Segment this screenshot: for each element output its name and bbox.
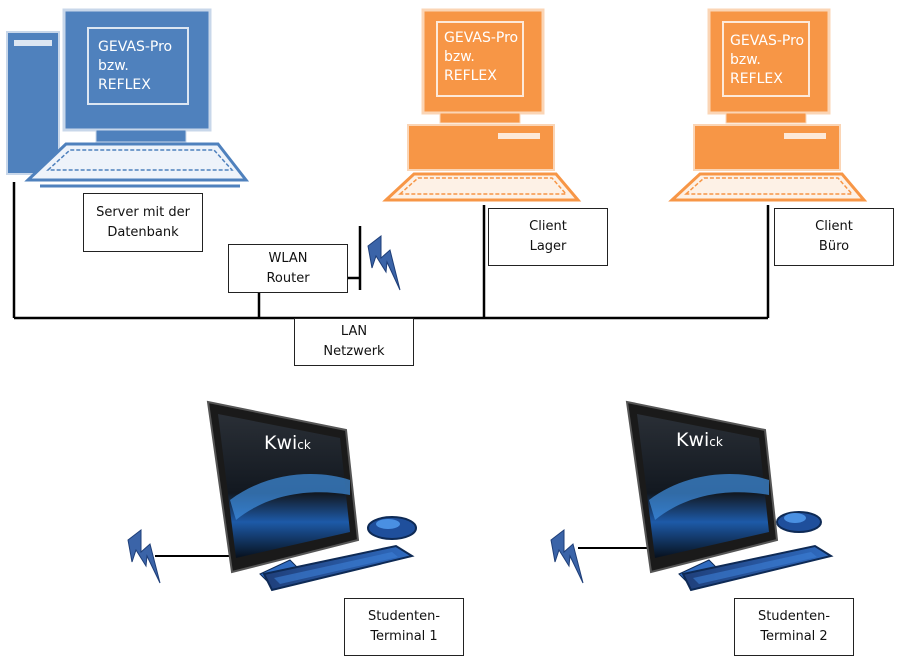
terminal1-computer-icon bbox=[206, 400, 417, 592]
server-screen-line-3: REFLEX bbox=[98, 77, 151, 93]
client-buero-screen-text: GEVAS-Pro bzw. REFLEX bbox=[730, 32, 804, 89]
client-lager-screen-line-2: bzw. bbox=[444, 49, 475, 65]
terminal2-brand-text: Kwick bbox=[676, 429, 723, 451]
client-lager-screen-line-1: GEVAS-Pro bbox=[444, 30, 519, 46]
terminal2-label-line-1: Studenten- bbox=[757, 609, 831, 624]
client-buero-label: Client Büro bbox=[774, 208, 894, 266]
terminal2-lightning-icon bbox=[550, 528, 584, 584]
server-screen-line-1: GEVAS-Pro bbox=[98, 39, 173, 55]
client-lager-screen-text: GEVAS-Pro bzw. REFLEX bbox=[444, 29, 518, 86]
server-computer-icon bbox=[6, 8, 250, 188]
terminal1-brand-text: Kwick bbox=[264, 432, 311, 454]
router-label-line-1: WLAN bbox=[268, 250, 308, 266]
lan-label-line-2: Netzwerk bbox=[323, 344, 385, 359]
server-screen-line-2: bzw. bbox=[98, 58, 129, 74]
terminal2-brand-main: Kwi bbox=[676, 429, 710, 451]
client-buero-screen-line-3: REFLEX bbox=[730, 71, 783, 87]
terminal2-label-line-2: Terminal 2 bbox=[760, 629, 828, 644]
client-buero-label-line-2: Büro bbox=[818, 239, 850, 254]
router-lightning-icon bbox=[367, 234, 401, 291]
client-buero-computer-icon bbox=[668, 8, 868, 202]
router-label: WLAN Router bbox=[228, 244, 348, 293]
client-lager-label-line-2: Lager bbox=[529, 239, 567, 254]
terminal1-brand-small: ck bbox=[297, 438, 311, 452]
server-screen-text: GEVAS-Pro bzw. REFLEX bbox=[98, 38, 172, 95]
lan-label-line-1: LAN bbox=[340, 324, 368, 339]
router-label-line-2: Router bbox=[266, 270, 310, 286]
client-lager-label: Client Lager bbox=[488, 208, 608, 266]
terminal2-brand-small: ck bbox=[709, 435, 723, 449]
client-buero-screen-line-1: GEVAS-Pro bbox=[730, 33, 805, 49]
lan-label: LAN Netzwerk bbox=[294, 318, 414, 366]
client-buero-label-line-1: Client bbox=[815, 219, 853, 234]
terminal1-brand-main: Kwi bbox=[264, 432, 298, 454]
server-label-line-2: Datenbank bbox=[107, 224, 179, 240]
client-lager-label-line-1: Client bbox=[529, 219, 567, 234]
server-label: Server mit der Datenbank bbox=[83, 193, 203, 252]
terminal2-computer-icon bbox=[625, 400, 834, 592]
server-label-line-1: Server mit der bbox=[96, 204, 190, 220]
terminal1-label: Studenten- Terminal 1 bbox=[344, 598, 464, 656]
terminal2-label: Studenten- Terminal 2 bbox=[734, 598, 854, 656]
terminal1-lightning-icon bbox=[127, 528, 161, 584]
client-lager-screen-line-3: REFLEX bbox=[444, 68, 497, 84]
client-lager-computer-icon bbox=[382, 8, 582, 202]
terminal1-label-line-2: Terminal 1 bbox=[370, 629, 438, 644]
terminal1-label-line-1: Studenten- bbox=[367, 609, 441, 624]
client-buero-screen-line-2: bzw. bbox=[730, 52, 761, 68]
